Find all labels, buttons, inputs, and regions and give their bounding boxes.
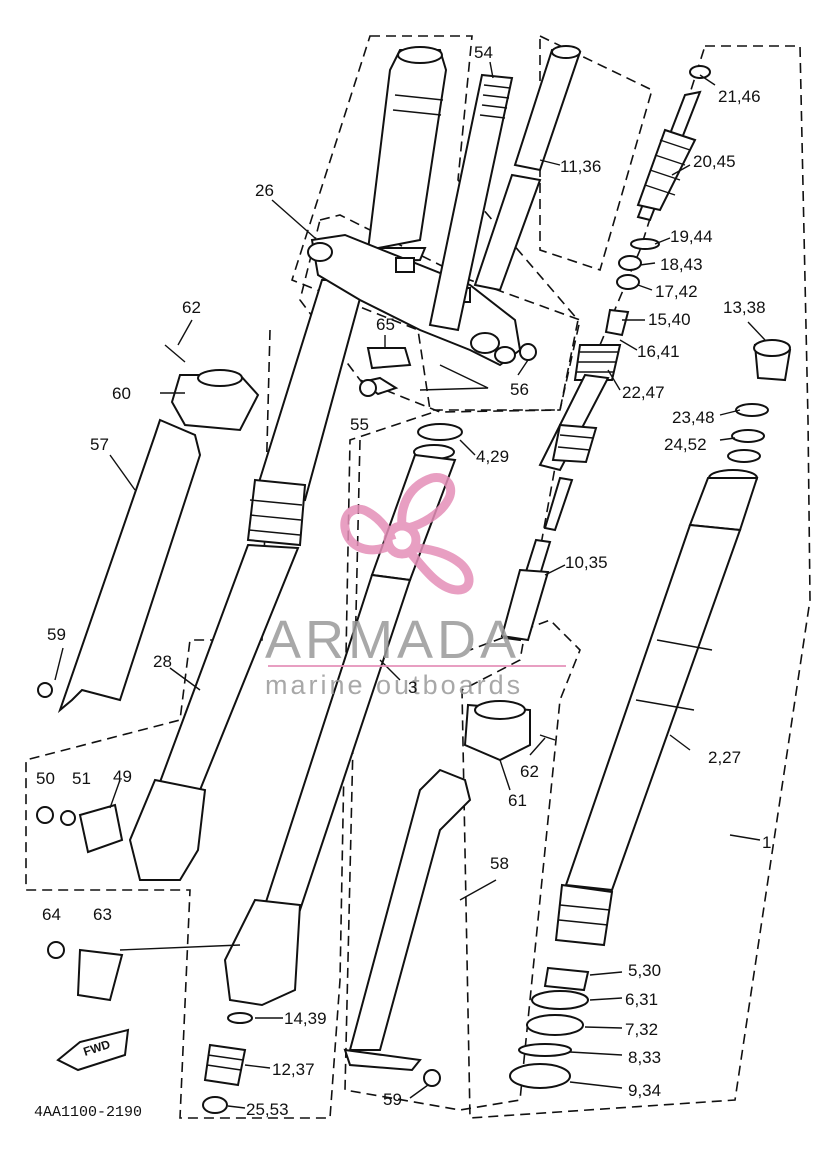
callout-19-44: 19,44: [670, 227, 713, 246]
callout-55: 55: [350, 415, 369, 434]
right-stack: [500, 65, 711, 642]
callout-3: 3: [408, 678, 417, 697]
callout-60: 60: [112, 384, 131, 403]
watermark-tagline: marine outboards: [265, 670, 523, 700]
callout-22-47: 22,47: [622, 383, 665, 402]
callout-6-31: 6,31: [625, 990, 658, 1009]
diagram-code: 4AA1100-2190: [34, 1104, 142, 1121]
callout-64: 64: [42, 905, 61, 924]
bushing-stack: [509, 966, 590, 1089]
fork-guard-left: [57, 369, 260, 714]
callout-9-34: 9,34: [628, 1081, 661, 1100]
callout-13-38: 13,38: [723, 298, 766, 317]
callout-4-29: 4,29: [476, 447, 509, 466]
callout-12-37: 12,37: [272, 1060, 315, 1079]
watermark-brand: ARMADA: [265, 610, 520, 670]
callout-24-52: 24,52: [664, 435, 707, 454]
armada-watermark: ARMADA marine outboards: [265, 473, 566, 700]
callout-16-41: 16,41: [637, 342, 680, 361]
callout-21-46: 21,46: [718, 87, 761, 106]
callout-17-42: 17,42: [655, 282, 698, 301]
callout-20-45: 20,45: [693, 152, 736, 171]
callout-5-30: 5,30: [628, 961, 661, 980]
outer-tube-right: [554, 469, 759, 947]
callout-2-27: 2,27: [708, 748, 741, 767]
callout-62-bottom: 62: [520, 762, 539, 781]
small-parts: [36, 343, 556, 1114]
callout-23-48: 23,48: [672, 408, 715, 427]
fwd-arrow: FWD: [56, 1028, 130, 1072]
callout-14-39: 14,39: [284, 1009, 327, 1028]
callout-57: 57: [90, 435, 109, 454]
callout-8-33: 8,33: [628, 1048, 661, 1067]
callout-61: 61: [508, 791, 527, 810]
callout-59-bottom: 59: [383, 1090, 402, 1109]
callout-56: 56: [510, 380, 529, 399]
callout-25-53: 25,53: [246, 1100, 289, 1119]
callout-62-top: 62: [182, 298, 201, 317]
callout-15-40: 15,40: [648, 310, 691, 329]
callout-1: 1: [762, 833, 771, 852]
callout-50: 50: [36, 769, 55, 788]
callout-10-35: 10,35: [565, 553, 608, 572]
callout-26: 26: [255, 181, 274, 200]
outer-tube-left: [128, 46, 448, 881]
leader-lines: [54, 61, 766, 1109]
callout-11-36: 11,36: [560, 157, 601, 176]
callout-7-32: 7,32: [625, 1020, 658, 1039]
callout-54: 54: [474, 43, 493, 62]
damper-rod: [473, 45, 582, 292]
callout-18-43: 18,43: [660, 255, 703, 274]
callout-63: 63: [93, 905, 112, 924]
callout-51: 51: [72, 769, 91, 788]
callout-58: 58: [490, 854, 509, 873]
propeller-logo: [340, 473, 474, 595]
fork-guard-right: [343, 700, 531, 1072]
inner-rod-54: [428, 73, 514, 332]
callout-59-left: 59: [47, 625, 66, 644]
callout-65: 65: [376, 315, 395, 334]
callout-labels: 54 11,36 21,46 20,45 26 19,44 18,43 17,4…: [34, 43, 771, 1121]
cap-and-seals: [727, 339, 792, 463]
callout-28: 28: [153, 652, 172, 671]
callout-49: 49: [113, 767, 132, 786]
